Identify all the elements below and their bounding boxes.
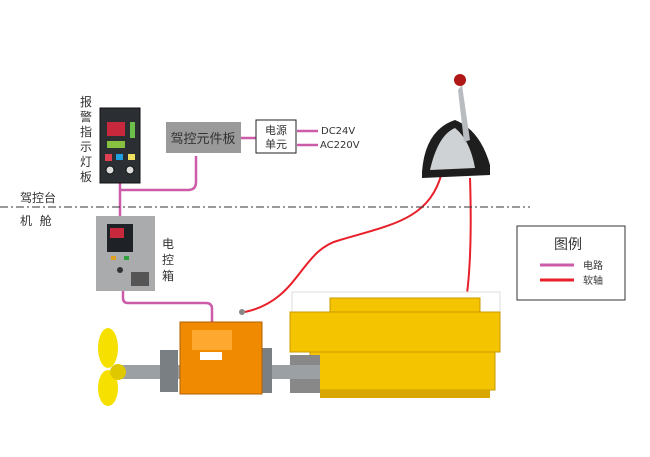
svg-text:警: 警 — [80, 109, 92, 124]
diesel-engine — [289, 291, 501, 398]
bridge-label: 驾控台 — [20, 190, 56, 205]
svg-text:箱: 箱 — [162, 268, 174, 283]
svg-text:电: 电 — [162, 237, 174, 251]
engine-room-label: 机 舱 — [20, 214, 52, 228]
legend: 图例 电路 软轴 — [516, 225, 626, 301]
legend-cable-label: 软轴 — [583, 274, 603, 287]
legend-circuit-label: 电路 — [583, 259, 603, 272]
control-lever — [422, 74, 490, 178]
circuit-box-to-gearbox — [121, 291, 214, 322]
circuit-panel-to-board — [120, 156, 198, 192]
alarm-panel-label: 报 警 指 示 灯 板 — [80, 94, 92, 184]
control-board — [166, 122, 241, 153]
ac220v-label: AC220V — [320, 140, 360, 151]
electric-control-box — [96, 216, 155, 291]
svg-text:灯: 灯 — [80, 155, 92, 169]
circuit-lines — [118, 129, 318, 322]
lever-knob — [454, 74, 466, 86]
svg-text:指: 指 — [80, 124, 92, 139]
electric-control-box-label: 电 控 箱 — [162, 237, 174, 283]
propeller — [98, 328, 126, 406]
circuit-power-outputs — [297, 129, 318, 147]
dc24v-label: DC24V — [321, 126, 355, 137]
cable-gearbox-lever — [244, 171, 443, 313]
power-unit-label-1: 电源 — [265, 123, 287, 137]
svg-text:示: 示 — [80, 140, 92, 154]
control-board-label: 驾控元件板 — [170, 132, 235, 147]
gearbox-coupling — [262, 348, 272, 393]
svg-text:报: 报 — [80, 94, 92, 109]
svg-text:板: 板 — [80, 170, 92, 184]
svg-text:控: 控 — [162, 253, 174, 267]
shaft-coupling — [160, 350, 178, 392]
alarm-indicator-panel — [99, 107, 141, 184]
power-unit-label-2: 单元 — [265, 138, 287, 151]
gearbox — [179, 309, 263, 395]
power-unit — [255, 119, 297, 154]
legend-title: 图例 — [554, 237, 582, 253]
